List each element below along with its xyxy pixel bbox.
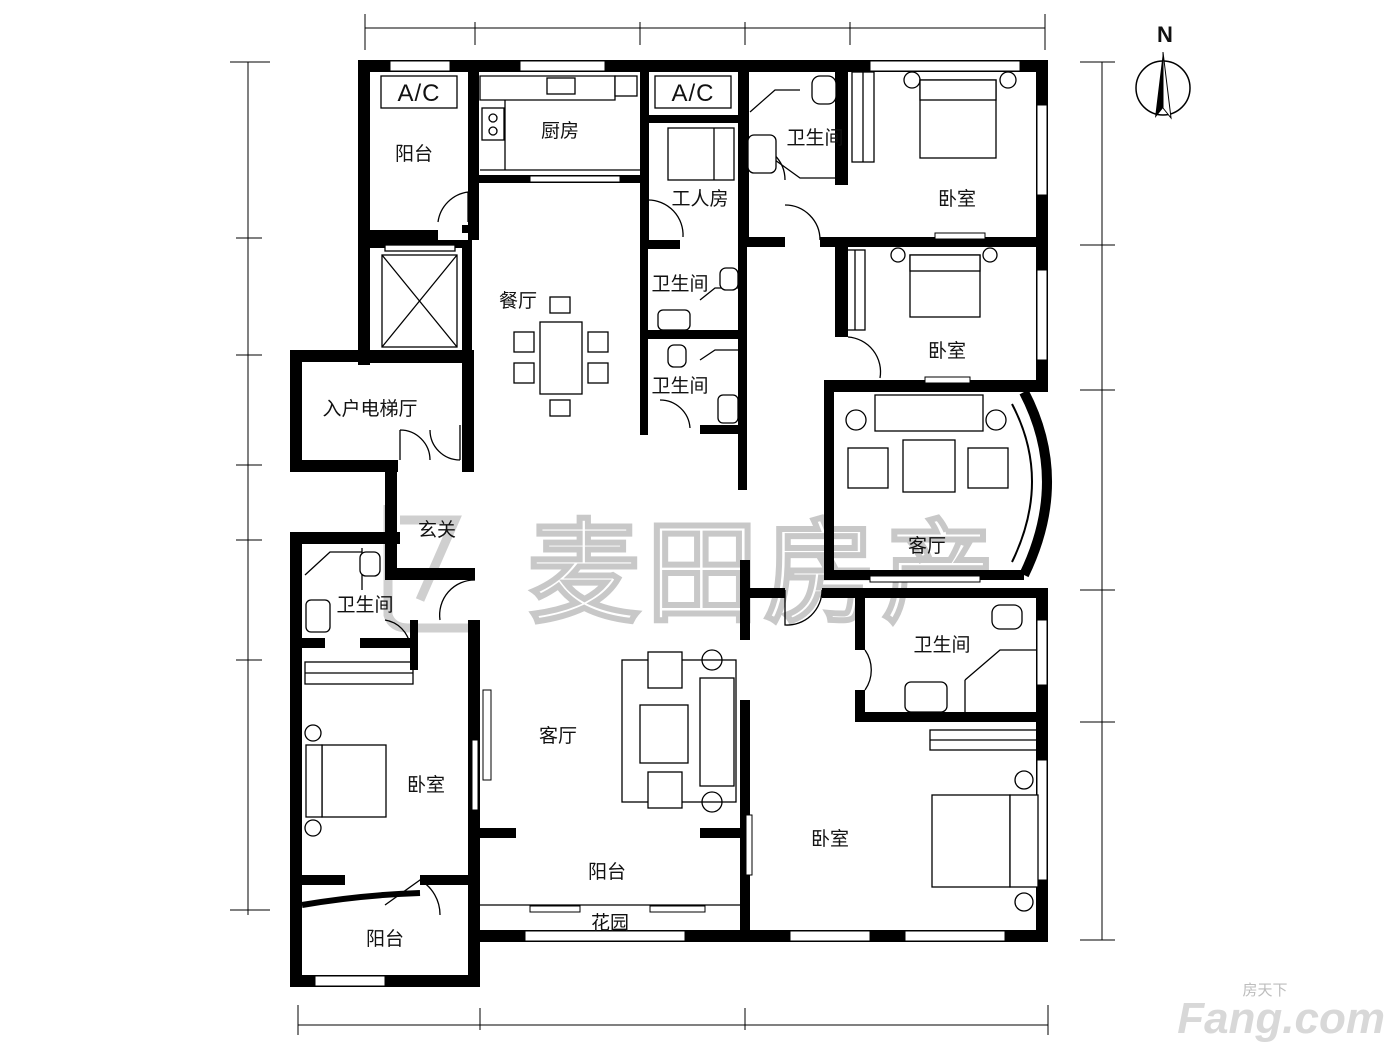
dining-table (539, 321, 583, 395)
logo-subtitle: 房天下 (1242, 981, 1287, 999)
room-label-balcony-sw: 阳台 (366, 928, 404, 950)
room-label-bedroom-east: 卧室 (928, 340, 966, 362)
room-label-garden: 花园 (591, 912, 629, 934)
coffee-table (639, 704, 689, 764)
room-label-dining-room: 餐厅 (499, 290, 537, 312)
ac-label: A/C (671, 80, 714, 107)
toilet-fixtures (359, 75, 1023, 630)
logo-main-text: Fang.com (1177, 994, 1385, 1043)
room-label-bathroom-west: 卫生间 (336, 594, 393, 616)
bed (931, 794, 1011, 888)
ac-unit-box (654, 75, 732, 109)
bathtub (747, 134, 777, 174)
room-label-bedroom-ne: 卧室 (938, 188, 976, 210)
room-label-living-room-main: 客厅 (539, 725, 577, 747)
room-label-balcony-south: 阳台 (588, 861, 626, 883)
ac-label: A/C (397, 80, 440, 107)
basin-fixtures (305, 309, 948, 713)
furniture (304, 71, 1039, 912)
stove (481, 107, 505, 141)
sofa (874, 394, 984, 432)
dimension-lines (230, 14, 1115, 1035)
north-label: N (1157, 22, 1173, 47)
sofa (699, 677, 735, 787)
ac-unit-box (380, 75, 458, 109)
room-label-living-room-east: 客厅 (908, 535, 946, 557)
room-labels: 阳台 厨房 工人房 卫生间 卧室 餐厅 卫生间 卫生间 卧室 入户电梯厅 客厅 … (322, 120, 976, 950)
room-label-foyer: 玄关 (418, 519, 456, 541)
north-compass: N (1135, 22, 1191, 120)
room-label-kitchen: 厨房 (541, 120, 579, 142)
site-logo: 房天下 Fang.com (1177, 981, 1385, 1043)
room-label-bathroom-mid-upper: 卫生间 (651, 273, 708, 295)
bed (321, 744, 387, 818)
room-label-balcony-nw: 阳台 (395, 143, 433, 165)
room-label-bedroom-se: 卧室 (811, 828, 849, 850)
partitions (304, 71, 1041, 906)
coffee-table (902, 439, 956, 493)
room-label-bathroom-se: 卫生间 (913, 634, 970, 656)
room-label-bedroom-west: 卧室 (407, 774, 445, 796)
doors (384, 144, 882, 916)
room-label-worker-room: 工人房 (671, 188, 728, 210)
room-label-elevator-lobby: 入户电梯厅 (322, 398, 417, 420)
room-label-bathroom-mid-lower: 卫生间 (651, 375, 708, 397)
sink (546, 77, 576, 95)
windows (301, 60, 1048, 987)
room-label-bathroom-ne: 卫生间 (786, 127, 843, 149)
